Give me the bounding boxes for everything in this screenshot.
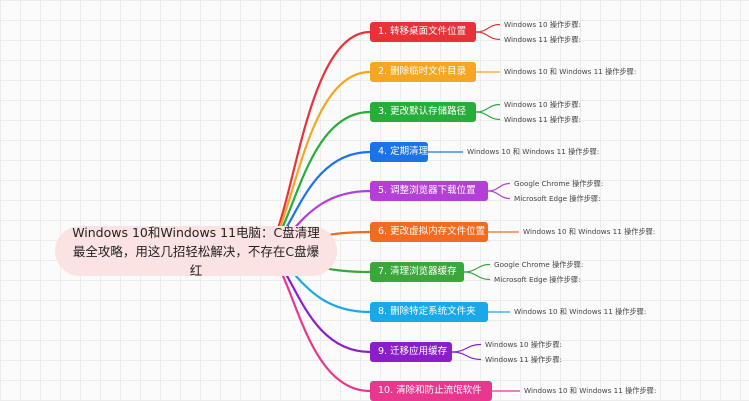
leaf-node[interactable]: Windows 10 和 Windows 11 操作步骤: (504, 67, 637, 76)
leaf-node[interactable]: Windows 10 操作步骤: (504, 99, 581, 109)
leaf-node[interactable]: Windows 10 操作步骤: (485, 339, 562, 349)
branch-label: 9. 迁移应用缓存 (378, 346, 448, 357)
branch-label: 4. 定期清理 (378, 146, 429, 157)
leaf-node[interactable]: Windows 10 操作步骤: (504, 19, 581, 29)
branch-node[interactable]: 7. 清理浏览器缓存 (370, 262, 464, 282)
leaf-node[interactable]: Windows 11 操作步骤: (504, 114, 581, 124)
leaf-connector (463, 271, 491, 281)
leaf-node[interactable]: Windows 10 和 Windows 11 操作步骤: (467, 147, 600, 156)
branch-label: 5. 调整浏览器下载位置 (378, 185, 476, 196)
branch-label: 2. 删除临时文件目录 (378, 66, 467, 77)
leaf-node[interactable]: Windows 11 操作步骤: (485, 354, 562, 364)
branch-label: 1. 转移桌面文件位置 (378, 26, 467, 37)
leaf-connector (487, 190, 511, 200)
branch-label: 6. 更改虚拟内存文件位置 (378, 226, 486, 237)
branch-node[interactable]: 6. 更改虚拟内存文件位置 (370, 222, 488, 242)
leaf-connectors (427, 23, 520, 392)
leaf-node[interactable]: Windows 10 和 Windows 11 操作步骤: (523, 227, 656, 236)
branch-node[interactable]: 4. 定期清理 (370, 142, 428, 162)
leaf-connector (451, 351, 482, 361)
branch-node[interactable]: 8. 删除特定系统文件夹 (370, 302, 488, 322)
leaf-connector (451, 343, 482, 353)
branch-connectors (260, 30, 372, 393)
branch-node[interactable]: 5. 调整浏览器下载位置 (370, 181, 488, 201)
branch-label: 8. 删除特定系统文件夹 (378, 306, 476, 317)
branch-label: 7. 清理浏览器缓存 (378, 266, 457, 277)
branch-node[interactable]: 1. 转移桌面文件位置 (370, 22, 476, 42)
leaf-node[interactable]: Microsoft Edge 操作步骤: (514, 193, 601, 203)
root-title: Windows 10和Windows 11电脑：C盘清理最全攻略，用这几招轻松解… (72, 224, 320, 278)
leaf-node[interactable]: Google Chrome 操作步骤: (494, 259, 584, 269)
root-topic[interactable]: Windows 10和Windows 11电脑：C盘清理最全攻略，用这几招轻松解… (55, 225, 337, 278)
leaf-connector (475, 31, 501, 41)
leaf-node[interactable]: Windows 11 操作步骤: (504, 34, 581, 44)
leaf-connector (475, 103, 501, 113)
branch-node[interactable]: 10. 清除和防止流氓软件 (370, 381, 492, 401)
leaf-node[interactable]: Windows 10 和 Windows 11 操作步骤: (524, 386, 657, 395)
leaf-node[interactable]: Google Chrome 操作步骤: (514, 178, 604, 188)
leaf-connector (463, 263, 491, 273)
leaf-node[interactable]: Microsoft Edge 操作步骤: (494, 274, 581, 284)
branch-node[interactable]: 3. 更改默认存储路径 (370, 102, 476, 122)
branch-node[interactable]: 9. 迁移应用缓存 (370, 342, 452, 362)
branch-node[interactable]: 2. 删除临时文件目录 (370, 62, 476, 82)
branch-label: 10. 清除和防止流氓软件 (378, 385, 482, 396)
leaf-connector (475, 23, 501, 33)
leaf-connector (487, 182, 511, 192)
branch-connector (260, 30, 372, 253)
branch-label: 3. 更改默认存储路径 (378, 106, 467, 117)
leaf-node[interactable]: Windows 10 和 Windows 11 操作步骤: (514, 307, 647, 316)
leaf-connector (475, 111, 501, 121)
